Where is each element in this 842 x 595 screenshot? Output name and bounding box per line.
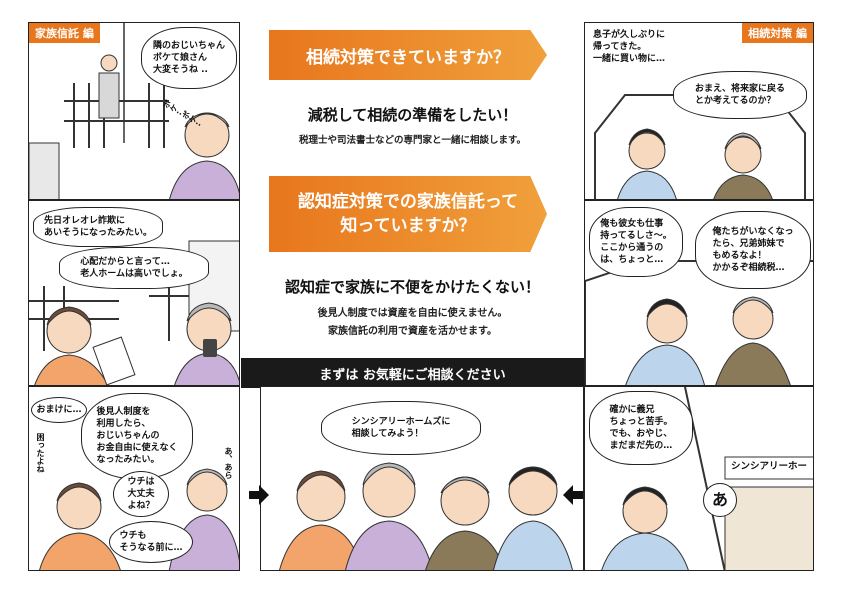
- subtext-guardian: 後見人制度では資産を自由に使えません。: [317, 308, 508, 319]
- panel-3-art: [39, 468, 239, 570]
- panel-4-bubble: おまえ、将来家に戻る とか考えてるのか？: [673, 71, 807, 119]
- panel-2: 先日オレオレ詐欺に あいそうになったみたい。 心配だからと言って… 老人ホームは…: [28, 200, 240, 386]
- panel-6: 確かに義兄 ちょっと苦手。 でも、おやじ、 まだまだ先の… シンシアリーホー あ: [584, 386, 814, 571]
- heading-tax: 減税して相続の準備をしたい！: [307, 106, 518, 124]
- family-illustration: [279, 462, 573, 570]
- center-bottom-bubble: シンシアリーホームズに 相談してみよう！: [321, 401, 481, 455]
- panel-4: 相続対策 編 息子が久しぶりに 帰ってきた。 一緒に買い物に… おまえ、将来家に…: [584, 22, 814, 200]
- panel-5-art: [585, 260, 813, 385]
- panel-5-bubble-2: 俺たちがいなくなっ たら、兄弟姉妹で もめるなよ！ かかるぞ相続税…: [695, 211, 811, 289]
- panel-3-vertical-1: 困ったよね: [36, 433, 45, 473]
- heading-dementia: 認知症で家族に不便をかけたくない！: [284, 278, 540, 296]
- panel-3-bubble-1: おまけに…: [31, 397, 87, 423]
- panel-5: 俺も彼女も仕事 持ってるしさ〜。 ここから通うの は、ちょっと… 俺たちがいなく…: [584, 200, 814, 386]
- panel-3-bubble-4: ウチも そうなる前に…: [109, 521, 193, 563]
- panel-5-bubble-1: 俺も彼女も仕事 持ってるしさ〜。 ここから通うの は、ちょっと…: [589, 207, 683, 277]
- panel-3-vertical-2: あ、あら: [224, 447, 233, 479]
- subtext-experts: 税理士や司法書士などの専門家と一緒に相談します。: [298, 135, 527, 146]
- panel-3-bubble-3: ウチは 大丈夫 よね？: [113, 471, 169, 517]
- arrow-left-icon: [249, 485, 269, 505]
- panel-1: 家族信託 編 隣のおじいちゃん ボケて娘さん 大変そうね .. ボケ..ボケ..: [28, 22, 240, 200]
- subtext-trust: 家族信託の利用で資産を活かせます。: [328, 326, 497, 337]
- panel-6-sign: シンシアリーホー: [731, 461, 808, 472]
- panel-3-bubble-2: 後見人制度を 利用したら、 おじいちゃんの お金自由に使えなく なったみたい。: [81, 393, 193, 479]
- panel-3: おまけに… 後見人制度を 利用したら、 おじいちゃんの お金自由に使えなく なっ…: [28, 386, 240, 571]
- panel-1-bubble: 隣のおじいちゃん ボケて娘さん 大変そうね ..: [141, 27, 237, 89]
- banner-family-trust: 認知症対策での家族信託って 知っていますか？: [269, 176, 547, 252]
- center-bottom-panel: シンシアリーホームズに 相談してみよう！: [260, 386, 584, 571]
- panel-6-art: [601, 387, 813, 570]
- panel-6-bubble: 確かに義兄 ちょっと苦手。 でも、おやじ、 まだまだ先の…: [589, 391, 693, 465]
- contact-bar: まずは お気軽にご相談ください: [241, 358, 584, 388]
- right-series-tag: 相続対策 編: [742, 23, 813, 43]
- panel-2-bubble-2: 心配だからと言って… 老人ホームは高いでしょ。: [59, 247, 209, 289]
- panel-2-bubble-1: 先日オレオレ詐欺に あいそうになったみたい。: [33, 207, 163, 247]
- panel-6-sfx: あ: [703, 483, 737, 517]
- panel-4-art: [594, 94, 806, 199]
- panel-4-caption: 息子が久しぶりに 帰ってきた。 一緒に買い物に…: [593, 30, 666, 64]
- arrow-right-icon: [563, 485, 583, 505]
- panel-2-art: [29, 240, 239, 385]
- left-series-tag: 家族信託 編: [29, 23, 100, 43]
- banner-inheritance: 相続対策できていますか？: [269, 30, 547, 80]
